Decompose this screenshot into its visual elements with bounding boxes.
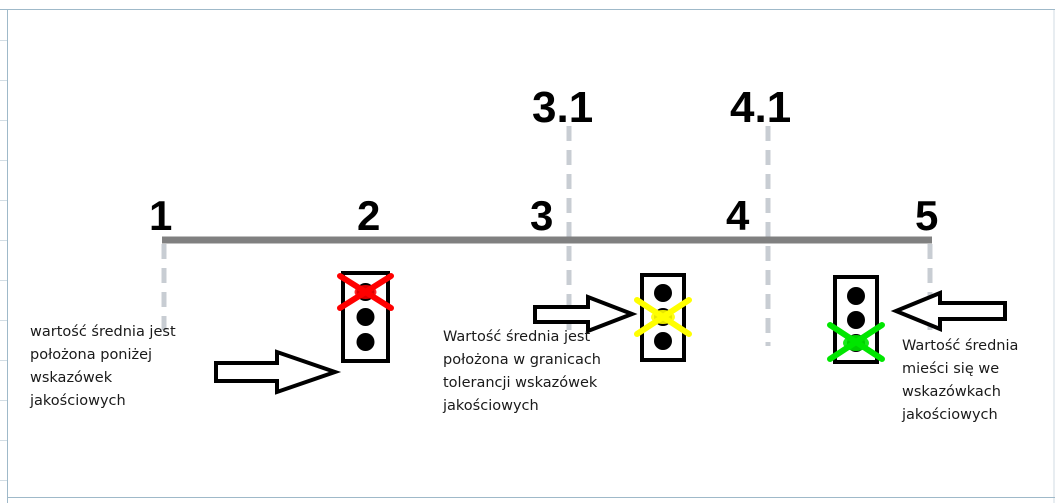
caption-line: wskazówkach [902, 384, 1001, 400]
caption-line: wskazówek [30, 370, 113, 386]
scale-label-3: 3 [530, 192, 554, 239]
caption-below: wartość średnia jest położona poniżej ws… [30, 321, 176, 413]
scale-label-1: 1 [149, 192, 173, 239]
window-right-edge [1053, 10, 1055, 503]
window-bottom-edge [8, 497, 1055, 503]
caption-line: Wartość średnia [902, 338, 1019, 354]
caption-line: jakościowych [30, 393, 126, 409]
caption-line: Wartość średnia jest [443, 329, 591, 345]
traffic-light-green [827, 275, 885, 364]
caption-tolerance: Wartość średnia jest położona w granicac… [443, 326, 601, 418]
arrow-right-icon-below [214, 349, 342, 395]
caption-line: tolerancji wskazówek [443, 375, 598, 391]
green-cross-icon [827, 322, 885, 362]
caption-line: mieści się we [902, 361, 1000, 377]
caption-line: położona w granicach [443, 352, 601, 368]
caption-line: jakościowych [902, 407, 998, 423]
red-cross-icon [337, 273, 394, 311]
caption-line: wartość średnia jest [30, 324, 176, 340]
traffic-light-red [337, 271, 394, 363]
row-header-strip [0, 10, 8, 503]
arrow-left-icon-within [890, 290, 1007, 332]
scale-label-2: 2 [357, 192, 381, 239]
yellow-cross-icon [634, 297, 692, 337]
threshold-label-3-1: 3.1 [532, 83, 594, 132]
traffic-light-yellow [634, 273, 692, 362]
scale-label-4: 4 [726, 192, 750, 239]
caption-line: jakościowych [443, 398, 539, 414]
window-top-edge [0, 0, 1055, 10]
caption-within: Wartość średnia mieści się we wskazówkac… [902, 335, 1018, 427]
scale-label-5: 5 [915, 192, 939, 239]
caption-line: położona poniżej [30, 347, 153, 363]
threshold-label-4-1: 4.1 [730, 83, 792, 132]
arrow-right-icon-tolerance [533, 294, 638, 334]
